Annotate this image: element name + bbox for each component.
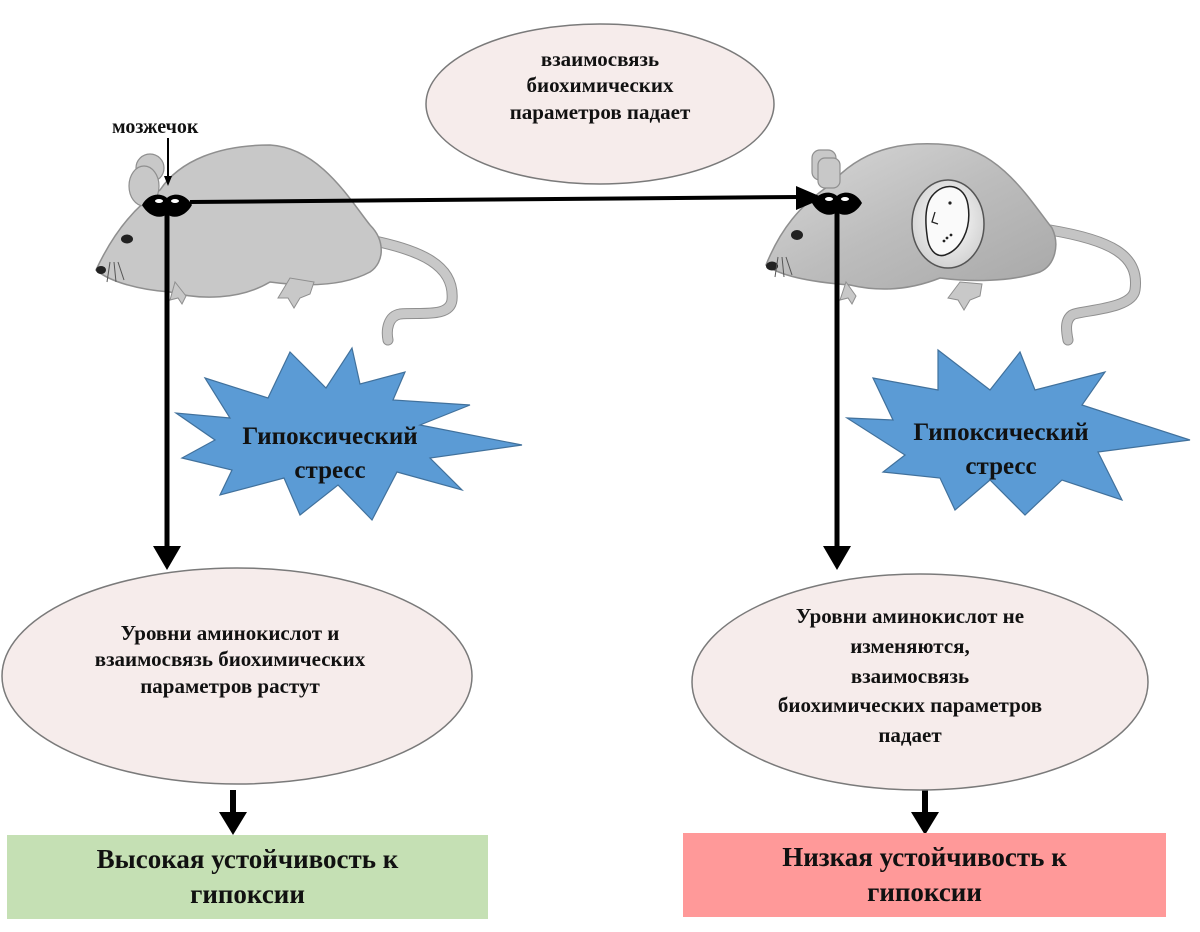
top-ellipse-shape bbox=[425, 23, 775, 185]
text-line: стресс bbox=[294, 456, 366, 484]
text-line: взаимосвязь биохимических bbox=[94, 647, 366, 672]
text-line: гипоксии bbox=[190, 879, 305, 909]
text-line: параметров растут bbox=[140, 673, 320, 698]
text-line: Высокая устойчивость к bbox=[96, 843, 399, 874]
left-stress-text: Гипоксический стресс bbox=[215, 420, 445, 488]
text-line: биохимических bbox=[526, 73, 674, 98]
text-line: гипоксии bbox=[867, 877, 982, 907]
text-line: биохимических параметров bbox=[777, 693, 1043, 718]
right-stress-text: Гипоксический стресс bbox=[886, 416, 1116, 484]
low-resistance-text: Низкая устойчивость к гипоксии bbox=[782, 840, 1067, 910]
right-outcome-ellipse-shape bbox=[691, 573, 1149, 791]
text-line: Низкая устойчивость к bbox=[782, 841, 1067, 872]
text-line: изменяются, bbox=[850, 633, 970, 658]
high-resistance-box: Высокая устойчивость к гипоксии bbox=[7, 835, 488, 919]
text-line: взаимосвязь bbox=[540, 47, 660, 71]
text-line: Уровни аминокислот не bbox=[795, 604, 1025, 628]
left-stress-star-shape bbox=[173, 346, 523, 522]
text-line: взаимосвязь bbox=[850, 663, 970, 688]
high-resistance-text: Высокая устойчивость к гипоксии bbox=[97, 842, 399, 912]
text-line: стресс bbox=[965, 452, 1037, 480]
text-line: Гипоксический bbox=[913, 419, 1089, 446]
right-pregnant-mouse-icon bbox=[765, 143, 1142, 346]
top-ellipse-text: взаимосвязь биохимических параметров пад… bbox=[440, 46, 760, 125]
right-stress-star-shape bbox=[844, 348, 1191, 516]
right-cerebellum-icon bbox=[812, 192, 862, 215]
left-mouse-icon bbox=[95, 144, 458, 346]
cerebellum-label: мозжечок bbox=[112, 116, 199, 138]
left-outcome-ellipse-shape bbox=[1, 567, 473, 785]
left-cerebellum-icon bbox=[142, 194, 192, 217]
arrows bbox=[153, 138, 939, 835]
text-line: Гипоксический bbox=[242, 423, 418, 450]
left-outcome-text: Уровни аминокислот и взаимосвязь биохими… bbox=[40, 620, 420, 699]
text-line: падает bbox=[878, 723, 942, 748]
text-line: параметров падает bbox=[509, 99, 691, 124]
low-resistance-box: Низкая устойчивость к гипоксии bbox=[683, 833, 1166, 917]
right-outcome-text: Уровни аминокислот не изменяются, взаимо… bbox=[720, 602, 1100, 751]
text-line: Уровни аминокислот и bbox=[120, 621, 340, 645]
